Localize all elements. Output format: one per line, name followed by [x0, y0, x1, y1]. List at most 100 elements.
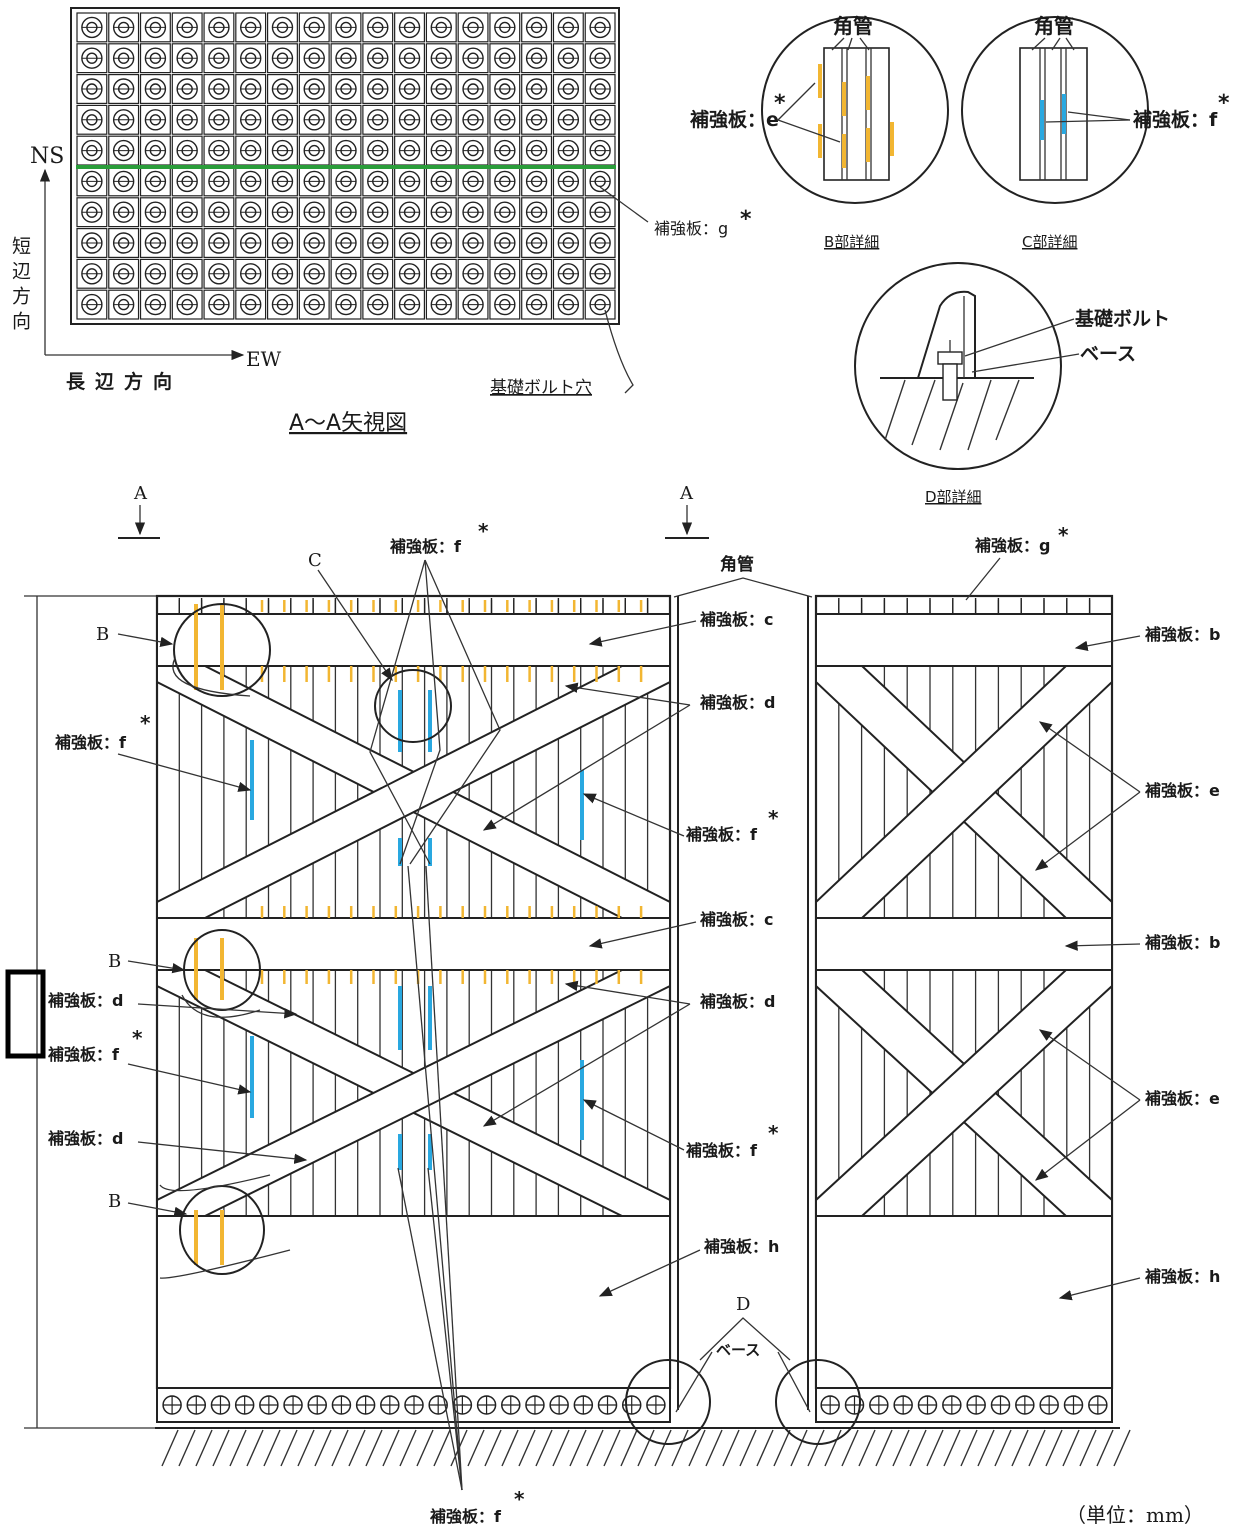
plan-view-title: A～A矢視図 [289, 411, 407, 436]
plate-c-label-2: 補強板：c [699, 910, 774, 929]
top-plate-f-label: 補強板：f [389, 537, 462, 556]
ground-hatch-line [807, 1429, 825, 1467]
ground-hatch-line [484, 1429, 502, 1467]
ground-hatch-line [1096, 1429, 1114, 1467]
ew-label: EW [246, 347, 282, 371]
left-plate-d-label-1: 補強板：d [47, 991, 123, 1010]
left-plate-f-star-1: * [140, 711, 151, 735]
left-top-ticks [178, 598, 649, 614]
ground-hatch-line [960, 1429, 978, 1467]
ground-hatch-line [909, 1429, 927, 1467]
ground-hatch-line [467, 1429, 485, 1467]
detail-b-plate-label: 補強板：e [689, 108, 779, 131]
elevation-tube-label: 角管 [720, 554, 754, 575]
detail-b-tube-label: 角管 [833, 14, 873, 38]
ground-hatch-line [858, 1429, 876, 1467]
ground-hatch-line [1011, 1429, 1029, 1467]
ground-hatch [161, 1429, 1131, 1467]
ground-hatch-line [535, 1429, 553, 1467]
ground-hatch-line [518, 1429, 536, 1467]
left-plate-f-label-2: 補強板：f [47, 1045, 120, 1064]
ground-hatch-line [331, 1429, 349, 1467]
plate-e-label-2: 補強板：e [1144, 1089, 1220, 1108]
ground-hatch-line [994, 1429, 1012, 1467]
ground-hatch-line [280, 1429, 298, 1467]
detail-d-bolt-label: 基礎ボルト [1074, 307, 1170, 330]
ground-hatch-line [739, 1429, 757, 1467]
ground-hatch-line [1028, 1429, 1046, 1467]
ground-hatch-line [229, 1429, 247, 1467]
ground-hatch-line [416, 1429, 434, 1467]
plate-e-label-1: 補強板：e [1144, 781, 1220, 800]
detail-d-caption: D部詳細 [925, 488, 982, 506]
ground-hatch-line [671, 1429, 689, 1467]
ground-hatch-line [297, 1429, 315, 1467]
detail-c-marker: C [308, 550, 322, 571]
detail-c: 角管 補強板：f * C部詳細 [961, 14, 1230, 251]
ground-hatch-line [892, 1429, 910, 1467]
ground-hatch-line [552, 1429, 570, 1467]
plan-plate-g-label: 補強板：g [654, 219, 728, 238]
ground-hatch-line [722, 1429, 740, 1467]
ground-hatch-line [348, 1429, 366, 1467]
plate-f-label-mid-2: 補強板：f [685, 1141, 758, 1160]
bolt-hole-label: 基礎ボルト穴 [490, 378, 592, 398]
detail-b-plate-star: * [774, 91, 786, 116]
ground-hatch-line [212, 1429, 230, 1467]
ground-hatch-line [756, 1429, 774, 1467]
ground-hatch-line [246, 1429, 264, 1467]
ground-hatch-line [569, 1429, 587, 1467]
highlight-box [5, 969, 46, 1059]
yellow-tick-marks [260, 600, 643, 984]
ground-hatch-line [824, 1429, 842, 1467]
plate-d-label-2: 補強板：d [699, 992, 775, 1011]
ground-hatch-line [943, 1429, 961, 1467]
detail-c-plate-label: 補強板：f [1132, 108, 1218, 131]
plate-f-label-mid-1: 補強板：f [685, 825, 758, 844]
ground-hatch-line [875, 1429, 893, 1467]
plate-c-label-1: 補強板：c [699, 610, 774, 629]
ground-hatch-line [773, 1429, 791, 1467]
ground-hatch-line [977, 1429, 995, 1467]
bolt-hole-grid [76, 12, 616, 320]
ground-hatch-line [705, 1429, 723, 1467]
elevation-view: A A [5, 483, 1220, 1527]
ground-hatch-line [382, 1429, 400, 1467]
ground-hatch-line [365, 1429, 383, 1467]
ground-hatch-line [501, 1429, 519, 1467]
short-side-label: 短辺方向 [9, 236, 31, 336]
detail-b: 角管 補強板：e * B部詳細 [689, 14, 949, 251]
detail-c-tube-label: 角管 [1034, 14, 1074, 38]
ground-hatch-line [178, 1429, 196, 1467]
ground-hatch-line [263, 1429, 281, 1467]
detail-c-caption: C部詳細 [1022, 233, 1077, 251]
elevation-base-label: ベース [716, 1341, 760, 1359]
plate-b-label-2: 補強板：b [1144, 933, 1220, 952]
ground-hatch-line [1045, 1429, 1063, 1467]
ground-hatch-line [195, 1429, 213, 1467]
plate-b-label-1: 補強板：b [1144, 625, 1220, 644]
detail-d: 基礎ボルト ベース D部詳細 [854, 262, 1170, 506]
left-plate-f-star-2: * [132, 1026, 143, 1050]
ground-hatch-line [841, 1429, 859, 1467]
ground-hatch-line [1079, 1429, 1097, 1467]
ns-label: NS [30, 144, 64, 169]
section-a-right: A [679, 483, 694, 504]
ground-hatch-line [586, 1429, 604, 1467]
plate-d-label-1: 補強板：d [699, 693, 775, 712]
detail-c-plate-star: * [1218, 91, 1230, 116]
b-marker-2: B [108, 951, 121, 972]
bottom-plate-f-star: * [514, 1487, 525, 1511]
right-top-ticks [838, 598, 1091, 614]
left-plate-f-label-1: 補強板：f [54, 733, 127, 752]
top-plate-f-star: * [478, 519, 489, 543]
plate-h-label-left: 補強板：h [703, 1237, 779, 1256]
b-marker-1: B [96, 624, 109, 645]
ground-hatch-line [654, 1429, 672, 1467]
section-a-left: A [133, 483, 148, 504]
ground-hatch-line [433, 1429, 451, 1467]
unit-label: （単位：mm） [1066, 1503, 1204, 1527]
plate-h-label-right: 補強板：h [1144, 1267, 1220, 1286]
right-base-bolts [820, 1395, 1108, 1415]
